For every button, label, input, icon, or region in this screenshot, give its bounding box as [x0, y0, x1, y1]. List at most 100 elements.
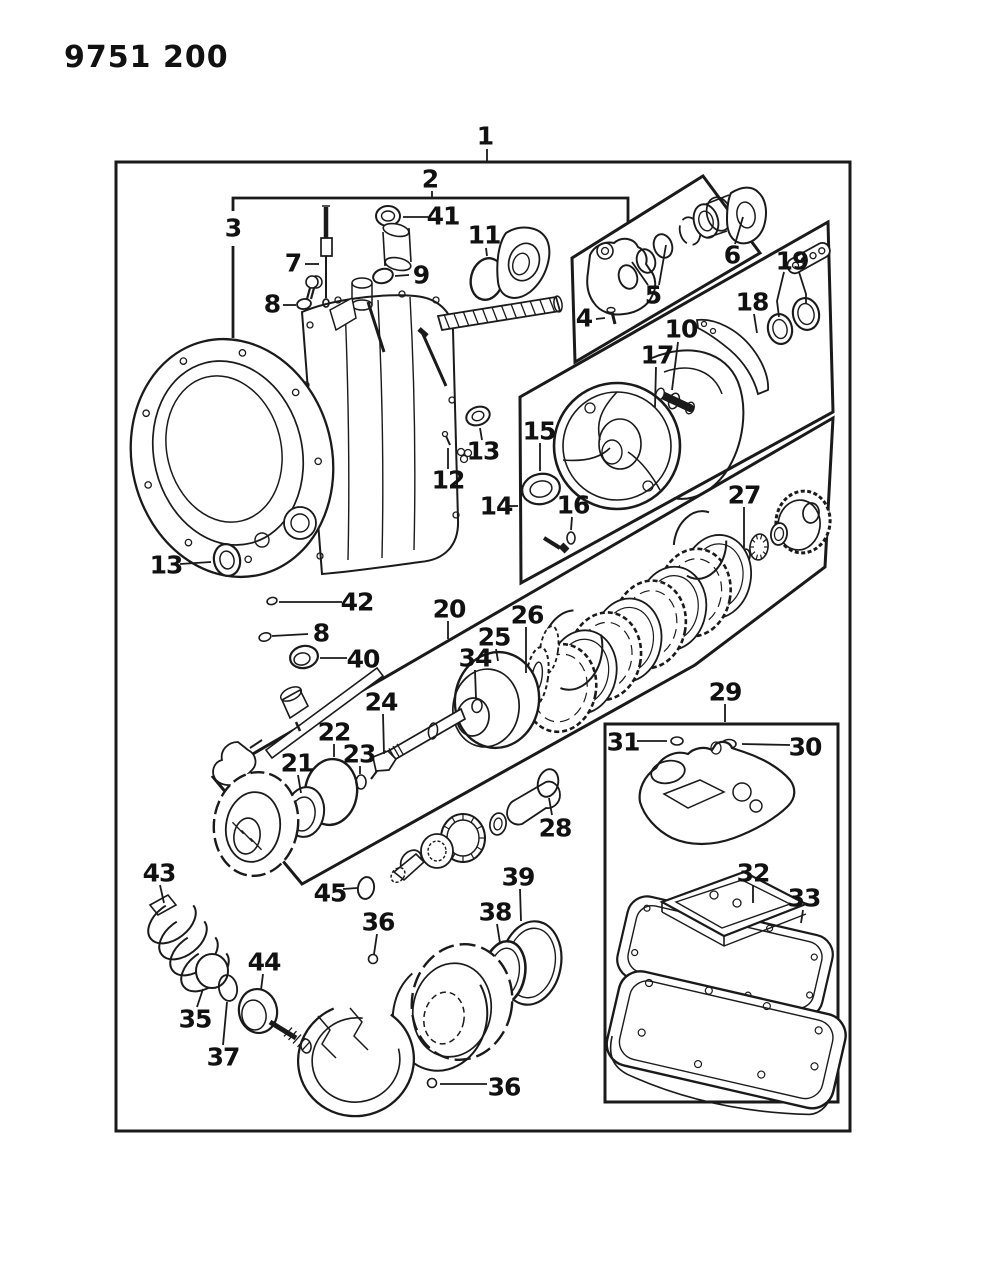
part-number-label: 8 — [264, 290, 280, 319]
callout-21: 21 — [281, 749, 314, 794]
leader-line — [297, 774, 302, 794]
part-number-label: 38 — [479, 898, 512, 927]
callout-9: 9 — [394, 261, 430, 290]
upper-small-parts-art — [296, 205, 551, 310]
governor-frame — [570, 173, 763, 365]
gear-train-art — [212, 489, 832, 878]
callout-15: 15 — [523, 417, 556, 471]
callout-40: 40 — [320, 645, 381, 674]
callout-43: 43 — [143, 859, 176, 904]
part-number-label: 31 — [607, 728, 640, 757]
callout-36: 36 — [440, 1073, 522, 1102]
part-number-label: 28 — [539, 814, 572, 843]
part-number-label: 27 — [728, 481, 761, 510]
part-number-label: 29 — [709, 678, 742, 707]
valve-body-frame — [603, 722, 840, 1104]
part-number-label: 8 — [313, 619, 329, 648]
callout-4: 4 — [576, 304, 606, 333]
leader-line — [654, 366, 657, 408]
leader-line — [479, 427, 483, 441]
part-number-label: 6 — [724, 241, 741, 270]
callout-8: 8 — [264, 290, 296, 319]
part-number-label: 7 — [285, 249, 301, 278]
part-number-label: 35 — [179, 1005, 212, 1034]
leader-line — [382, 713, 385, 755]
leader-line — [373, 933, 378, 955]
callout-8: 8 — [271, 619, 330, 648]
part-number-label: 43 — [143, 859, 176, 888]
callout-22: 22 — [318, 718, 351, 757]
upper-right-parts-art — [695, 241, 831, 396]
callout-24: 24 — [365, 688, 399, 755]
callout-23: 23 — [343, 740, 376, 774]
part-number-label: 30 — [789, 733, 822, 762]
callout-39: 39 — [502, 863, 535, 922]
leader-line — [179, 561, 212, 565]
callout-7: 7 — [285, 249, 319, 278]
case-subassembly-frame — [231, 196, 630, 338]
leader-line — [519, 888, 522, 922]
callout-36: 36 — [362, 908, 396, 955]
leader-line — [342, 887, 358, 890]
callout-11: 11 — [468, 221, 501, 257]
servo-band-art — [147, 893, 312, 1054]
part-number-label: 10 — [665, 315, 698, 344]
callout-31: 31 — [607, 728, 667, 757]
part-number-label: 3 — [225, 214, 241, 243]
leader-line — [196, 988, 204, 1008]
leader-line — [631, 261, 649, 286]
part-number-label: 26 — [511, 601, 544, 630]
callout-19: 19 — [776, 247, 809, 318]
gear-train-frame — [210, 415, 835, 886]
callout-26: 26 — [511, 601, 545, 673]
part-number-label: 4 — [576, 304, 593, 333]
callout-16: 16 — [557, 491, 591, 531]
leader-line — [798, 271, 807, 303]
callout-42: 42 — [279, 588, 374, 617]
part-number-label: 45 — [314, 879, 347, 908]
part-number-label: 22 — [318, 718, 351, 747]
callout-29: 29 — [709, 678, 742, 722]
callout-37: 37 — [207, 1001, 240, 1072]
leader-line — [394, 274, 410, 277]
part-number-label: 16 — [557, 491, 590, 520]
governor-art — [586, 186, 767, 325]
leader-line — [495, 648, 499, 662]
leader-line — [474, 669, 477, 700]
part-number-label: 44 — [248, 948, 281, 977]
callout-5: 5 — [631, 244, 667, 310]
part-number-label: 14 — [480, 492, 513, 521]
part-number-label: 9 — [413, 261, 429, 290]
callout-17: 17 — [641, 341, 674, 408]
part-number-label: 2 — [422, 165, 438, 194]
rear-clutch-band-art — [296, 920, 563, 1118]
oil-pump-art — [521, 349, 745, 554]
part-number-label: 33 — [788, 884, 821, 913]
part-number-label: 12 — [432, 466, 465, 495]
callout-14: 14 — [480, 492, 518, 521]
leader-line — [271, 633, 309, 637]
callout-45: 45 — [314, 879, 358, 908]
callout-6: 6 — [724, 216, 744, 270]
leader-line — [595, 317, 606, 320]
leader-line — [260, 973, 264, 991]
callout-13: 13 — [150, 551, 212, 580]
callout-30: 30 — [741, 733, 823, 762]
valve-body-pan-art — [605, 736, 847, 1116]
callout-32: 32 — [737, 859, 770, 903]
callout-33: 33 — [788, 884, 821, 924]
part-number-label: 41 — [427, 202, 460, 231]
callout-35: 35 — [179, 988, 212, 1034]
callout-44: 44 — [248, 948, 282, 991]
part-number-label: 19 — [776, 247, 809, 276]
callout-28: 28 — [539, 797, 572, 843]
callout-25: 25 — [478, 623, 511, 662]
parts-artwork — [129, 186, 847, 1118]
leader-line — [776, 271, 785, 318]
callout-1: 1 — [477, 122, 494, 161]
leader-line — [496, 923, 501, 944]
part-number-label: 21 — [281, 749, 314, 778]
callout-12: 12 — [432, 448, 465, 495]
